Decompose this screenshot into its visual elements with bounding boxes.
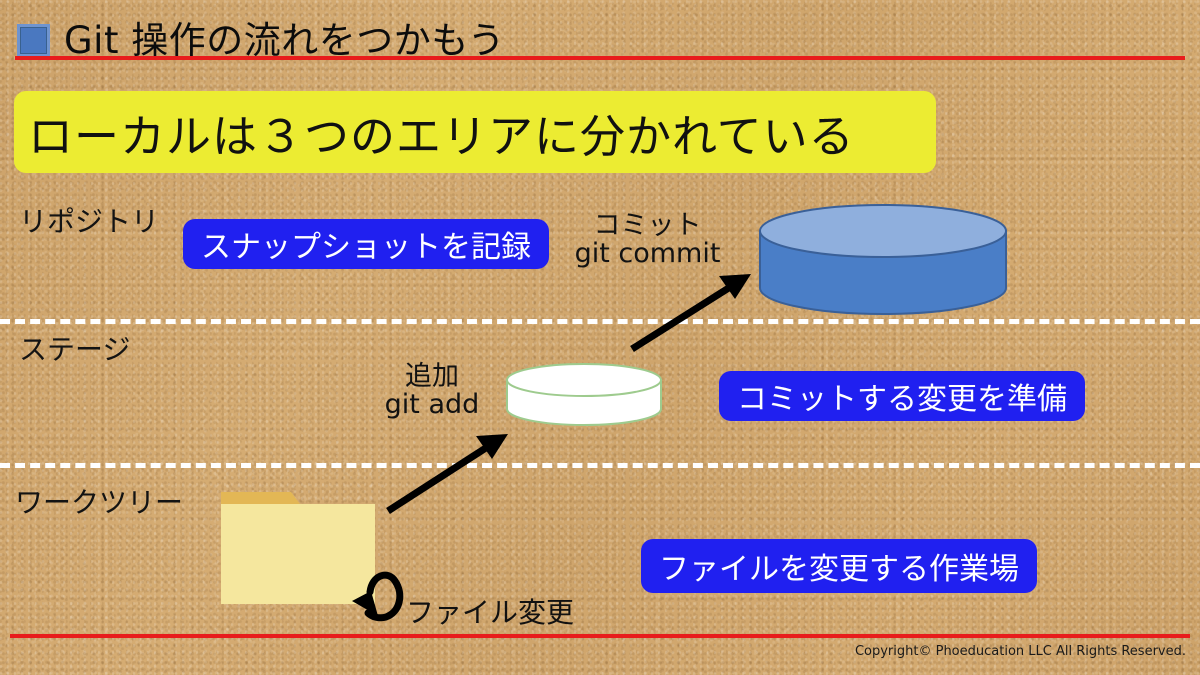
area-label-stage: ステージ [19, 333, 131, 366]
command-label-add-en: git add [384, 389, 480, 421]
page-title: Git 操作の流れをつかもう [64, 19, 506, 62]
arrow-up-right-icon-add [386, 434, 508, 514]
database-cylinder-icon-stage [506, 363, 662, 426]
divider-stage-worktree [0, 463, 1200, 468]
headline-banner-text: ローカルは３つのエリアに分かれている [28, 109, 855, 163]
headline-banner: ローカルは３つのエリアに分かれている [14, 91, 936, 173]
folder-icon-worktree [221, 492, 375, 604]
area-label-repository: リポジトリ [19, 205, 160, 238]
callout-repository: スナップショットを記録 [183, 219, 549, 269]
command-label-add-jp: 追加 [405, 361, 459, 392]
blue-square-icon [17, 24, 50, 57]
area-label-worktree: ワークツリー [15, 486, 184, 519]
file-change-caption: ファイル変更 [406, 596, 575, 629]
callout-stage: コミットする変更を準備 [719, 371, 1085, 421]
command-label-add: 追加 git add [378, 361, 486, 421]
command-label-commit-jp: コミット [593, 210, 702, 241]
divider-repository-stage [0, 319, 1200, 324]
callout-worktree: ファイルを変更する作業場 [641, 539, 1037, 593]
loop-arrow-icon [352, 571, 404, 622]
copyright-text: Copyright© Phoeducation LLC All Rights R… [854, 644, 1186, 659]
arrow-up-right-icon-commit [630, 274, 751, 352]
command-label-commit: コミット git commit [570, 210, 725, 270]
database-cylinder-icon-repository [759, 204, 1007, 315]
command-label-commit-en: git commit [574, 238, 721, 270]
footer-rule [10, 634, 1190, 638]
header-rule [15, 56, 1185, 60]
